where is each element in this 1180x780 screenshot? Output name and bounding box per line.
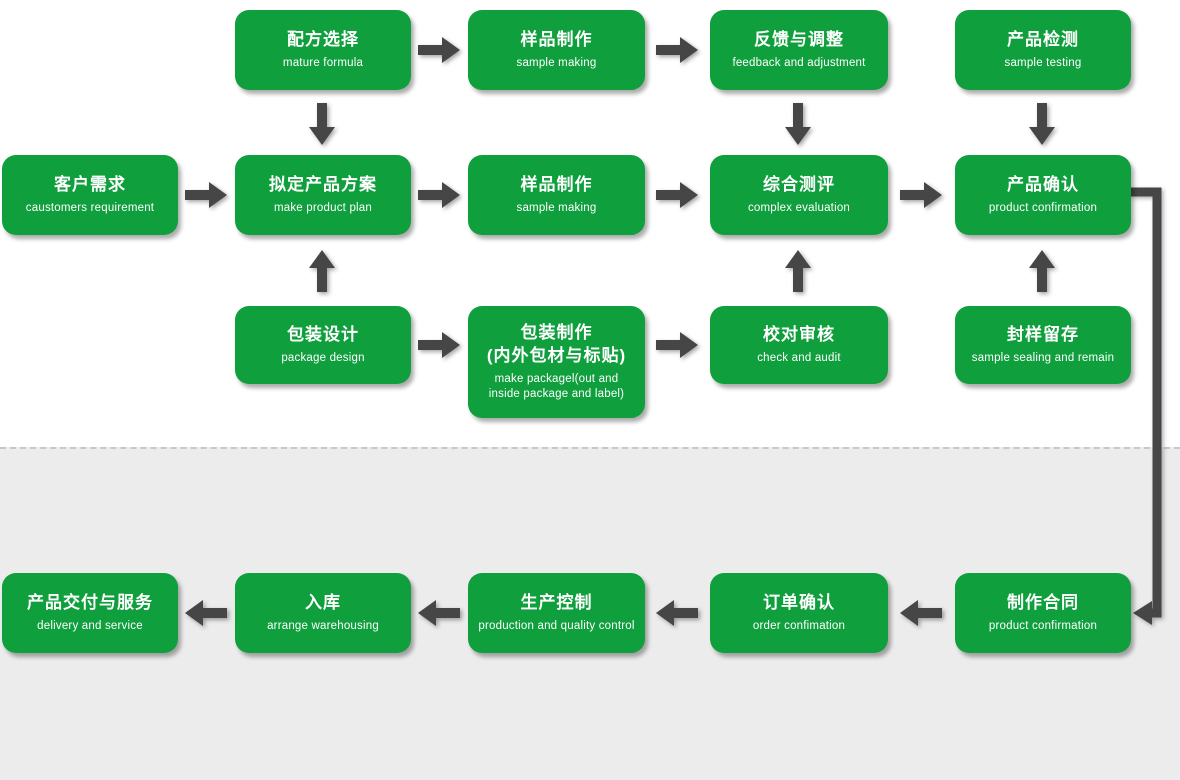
node-title-zh: 综合测评 (763, 175, 835, 195)
node-title-zh: 产品交付与服务 (27, 593, 153, 613)
arrow-up-icon (1029, 250, 1055, 292)
flow-node-complex-evaluation: 综合测评 complex evaluation (710, 155, 888, 235)
node-title-zh: 包装设计 (287, 325, 359, 345)
arrow-right-icon (418, 182, 460, 208)
flow-node-product-confirmation: 产品确认 product confirmation (955, 155, 1131, 235)
node-title-zh: 客户需求 (54, 175, 126, 195)
node-title-zh: 产品确认 (1007, 175, 1079, 195)
flow-node-sample-sealing: 封样留存 sample sealing and remain (955, 306, 1131, 384)
flow-node-production-control: 生产控制 production and quality control (468, 573, 645, 653)
arrow-up-icon (785, 250, 811, 292)
node-subtitle-en: product confirmation (988, 202, 1098, 214)
node-subtitle-en: production and quality control (478, 620, 635, 632)
node-title-zh: 产品检测 (1007, 30, 1079, 50)
node-subtitle-en: make packagel(out and inside package and… (488, 373, 625, 400)
node-subtitle-en: delivery and service (37, 620, 143, 632)
arrow-left-icon (185, 600, 227, 626)
arrow-right-icon (656, 37, 698, 63)
arrow-right-icon (656, 182, 698, 208)
node-title-zh: 生产控制 (520, 593, 593, 613)
node-subtitle-en: sample sealing and remain (971, 352, 1115, 364)
flow-node-sample-making-mid: 样品制作 sample making (468, 155, 645, 235)
node-title-zh: 样品制作 (520, 30, 593, 50)
node-title-zh: 配方选择 (287, 30, 359, 50)
node-title-zh: 样品制作 (520, 175, 593, 195)
node-title-zh: 入库 (305, 593, 341, 613)
node-subtitle-en: sample making (516, 202, 597, 214)
arrow-down-icon (1029, 103, 1055, 145)
arrow-down-icon (785, 103, 811, 145)
node-subtitle-en: feedback and adjustment (732, 57, 866, 69)
node-subtitle-en: order confimation (752, 620, 846, 632)
arrow-left-icon (900, 600, 942, 626)
flow-node-feedback-adjustment: 反馈与调整 feedback and adjustment (710, 10, 888, 90)
flow-node-package-making: 包装制作 (内外包材与标贴) make packagel(out and insi… (468, 306, 645, 418)
flow-node-customer-requirement: 客户需求 caustomers requirement (2, 155, 178, 235)
node-title-zh: 拟定产品方案 (269, 175, 377, 195)
flow-node-package-design: 包装设计 package design (235, 306, 411, 384)
node-subtitle-en: package design (281, 352, 365, 364)
arrow-right-icon (900, 182, 942, 208)
arrow-right-icon (418, 37, 460, 63)
flow-node-product-testing: 产品检测 sample testing (955, 10, 1131, 90)
arrow-up-icon (309, 250, 335, 292)
arrow-left-icon (418, 600, 460, 626)
flow-node-make-product-plan: 拟定产品方案 make product plan (235, 155, 411, 235)
arrow-right-icon (418, 332, 460, 358)
node-subtitle-en: mature formula (282, 57, 364, 69)
node-subtitle-en: sample testing (1004, 57, 1082, 69)
arrow-right-icon (656, 332, 698, 358)
node-subtitle-en: arrange warehousing (267, 620, 379, 632)
node-title-zh: 封样留存 (1007, 325, 1079, 345)
flow-node-contract-making: 制作合同 product confirmation (955, 573, 1131, 653)
node-subtitle-en: check and audit (757, 352, 841, 364)
node-title-zh: 制作合同 (1007, 593, 1079, 613)
node-title-zh: 校对审核 (763, 325, 835, 345)
node-title-zh: 包装制作 (内外包材与标贴) (486, 323, 627, 366)
flow-node-check-audit: 校对审核 check and audit (710, 306, 888, 384)
arrow-left-icon (656, 600, 698, 626)
node-subtitle-en: sample making (516, 57, 597, 69)
node-subtitle-en: caustomers requirement (25, 202, 155, 214)
node-subtitle-en: complex evaluation (747, 202, 851, 214)
node-subtitle-en: make product plan (273, 202, 372, 214)
flow-node-order-confirmation: 订单确认 order confimation (710, 573, 888, 653)
flow-node-delivery-service: 产品交付与服务 delivery and service (2, 573, 178, 653)
flow-node-warehousing: 入库 arrange warehousing (235, 573, 411, 653)
arrow-down-icon (309, 103, 335, 145)
node-title-zh: 反馈与调整 (754, 30, 844, 50)
node-subtitle-en: product confirmation (988, 620, 1098, 632)
flow-node-sample-making-top: 样品制作 sample making (468, 10, 645, 90)
flow-node-formula-selection: 配方选择 mature formula (235, 10, 411, 90)
arrow-right-icon (185, 182, 227, 208)
node-title-zh: 订单确认 (763, 593, 835, 613)
